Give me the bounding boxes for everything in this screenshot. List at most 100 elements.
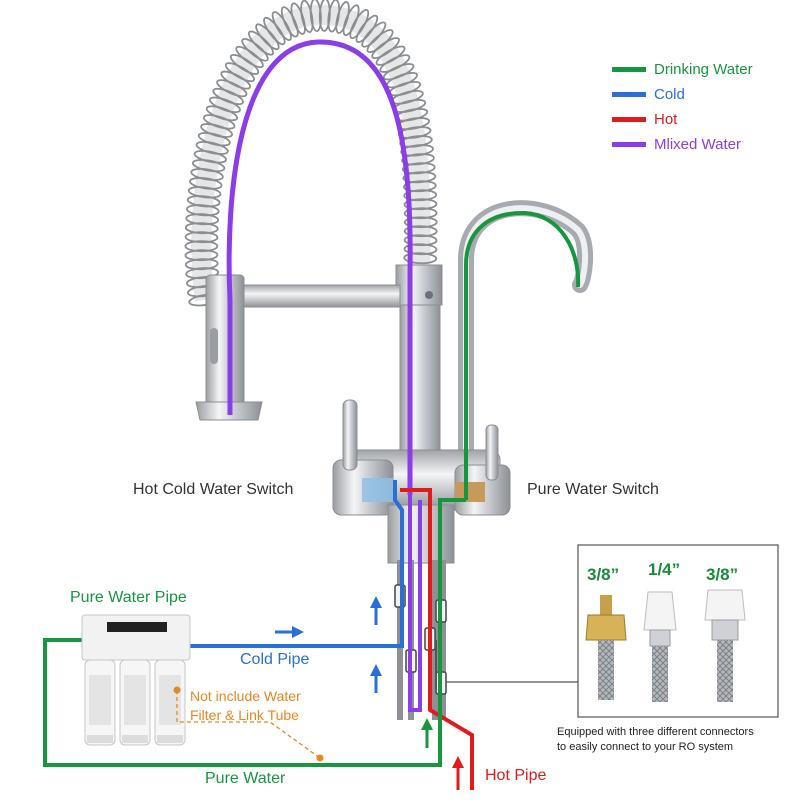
spring-coil-loop (401, 153, 435, 166)
spring-coil-loop (189, 177, 223, 190)
connector-size-3: 3/8” (706, 565, 739, 584)
pure-water-handle (485, 424, 499, 481)
spring-coil-loop (186, 195, 221, 208)
column-collar (395, 264, 443, 306)
spring-coil-loop (185, 267, 220, 280)
spring-coil-loop (349, 8, 370, 40)
spring-coil-loop (195, 141, 229, 155)
spring-coil-loop (382, 63, 415, 81)
filter-note-dot (173, 686, 181, 694)
spring-coil-loop (355, 14, 379, 43)
legend-label: Hot (654, 110, 678, 128)
spring-coil-loop (200, 123, 233, 138)
spring-coil-loop (247, 30, 274, 56)
pure-water-label: Pure Water (205, 770, 286, 787)
filter-head (81, 614, 191, 661)
pure-water-pipe-label: Pure Water Pipe (70, 589, 187, 606)
spring-coil-loop (202, 114, 236, 130)
spring-coil-loop (342, 4, 360, 37)
spring-coil-loop (403, 234, 438, 247)
hot-cold-switch-label: Hot Cold Water Switch (133, 481, 294, 498)
cartridge-cold (362, 478, 394, 502)
spring-coil-loop (255, 23, 280, 51)
legend-label: Cold (654, 85, 685, 103)
legend-item-cold: Cold (612, 83, 685, 105)
spray-button (210, 328, 218, 364)
drinking-spout-shine (463, 205, 588, 473)
spring-coil-loop (280, 6, 299, 38)
spring-coil-loop (403, 207, 438, 220)
connector-3 (704, 589, 746, 702)
ro-filter-system (81, 614, 191, 746)
spring-coil-loop (216, 79, 248, 98)
legend-swatch (612, 91, 646, 97)
spring-coil-loop (184, 258, 219, 271)
filter-note-leader (176, 690, 321, 759)
spring-coil-loop (361, 21, 387, 48)
legend-item-hot: Hot (612, 108, 677, 130)
filter-note-line1: Not include Water (190, 688, 301, 704)
spring-coil-loop (212, 87, 245, 106)
cold-water-line (190, 480, 404, 648)
filter-display (107, 622, 167, 632)
spring-coil-loop (185, 204, 220, 217)
spring-coil-loop (403, 252, 438, 265)
legend-swatch (612, 141, 646, 147)
hot-pipe-label: Hot Pipe (485, 767, 547, 784)
spring-coil-loop (184, 249, 219, 262)
spring-coil-loop (318, 0, 331, 32)
mixed-water-down (408, 495, 422, 712)
drinking-spout (458, 200, 593, 478)
spring-coil-loop (403, 189, 438, 202)
spring-coil-loops (184, 0, 438, 307)
spring-coil-loop (193, 150, 227, 164)
spring-coil-loop (379, 54, 411, 73)
connector-caption-line1: Equipped with three different connectors (557, 726, 754, 738)
filter-note-dot-end (316, 754, 324, 762)
spring-coil-loop (402, 180, 437, 193)
drinking-water-line (43, 498, 466, 767)
spring-coil-loop (208, 96, 241, 114)
drinking-water-line-spout (464, 210, 581, 500)
flow-arrows (275, 596, 464, 790)
legend-swatch (612, 66, 646, 72)
spring-coil-loop (220, 70, 252, 90)
spring-coil-loop (271, 11, 292, 41)
spring-coil-loop (185, 213, 220, 226)
legend-label: Mlixed Water (654, 135, 741, 153)
pure-water-switch-label: Pure Water Switch (527, 481, 659, 498)
spring-coil-loop (335, 1, 350, 34)
filter-canister (154, 659, 186, 746)
spring-coil-loop (403, 243, 438, 256)
collar-screw (425, 291, 433, 299)
connector-1 (585, 595, 627, 700)
spray-arm (241, 284, 401, 308)
connector-2 (643, 591, 677, 702)
filter-note-line2: Filter & Link Tube (190, 707, 299, 723)
spring-coil-loop (366, 29, 394, 54)
spring-coil-loop (184, 231, 219, 244)
spring-coil-loop (375, 45, 406, 66)
spring-coil-loop (184, 240, 219, 253)
spring-coil-loop (229, 53, 260, 75)
connector-size-2: 1/4” (648, 560, 681, 579)
spring-coil-loop (300, 0, 314, 34)
spring-coil-loop (327, 0, 341, 33)
spring-coil-loop (205, 105, 239, 122)
spring-coil-loop (403, 216, 438, 229)
spring-coil-loop (403, 225, 438, 238)
hot-cold-handle (342, 399, 358, 471)
spring-coil-loop (403, 198, 438, 211)
legend-label: Drinking Water (654, 60, 753, 78)
spring-coil (191, 4, 431, 302)
cold-pipe-label: Cold Pipe (240, 651, 310, 668)
legend-item-drinking: Drinking Water (612, 58, 753, 80)
legend-item-mixed: Mlixed Water (612, 133, 741, 155)
cartridge-brass (455, 482, 485, 502)
mixed-water-line (226, 39, 413, 495)
spring-coil-loop (309, 0, 322, 33)
spring-coil-loop (197, 132, 231, 147)
spring-coil-loop (224, 62, 255, 83)
